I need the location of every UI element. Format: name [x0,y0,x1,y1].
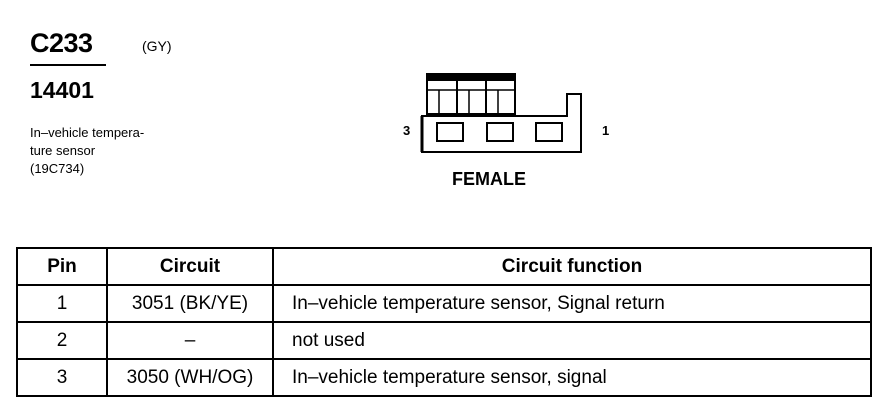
header-circuit: Circuit [106,247,274,286]
pinout-table: Pin Circuit Circuit function 1 3051 (BK/… [16,247,872,397]
table-row: 1 3051 (BK/YE) In–vehicle temperature se… [16,284,872,323]
description-line: In–vehicle tempera- [30,125,145,140]
pin-cell: 1 [16,284,108,323]
circuit-function-cell: not used [272,321,872,360]
connector-diagram: 3 1 [395,66,625,166]
header-pin: Pin [16,247,108,286]
connector-face-drawing [420,73,582,153]
description-line: (19C734) [30,161,85,176]
description-line: ture sensor [30,143,96,158]
header-circuit-function: Circuit function [272,247,872,286]
connector-gender: FEMALE [452,169,526,189]
circuit-cell: 3051 (BK/YE) [106,284,274,323]
component-description: In–vehicle tempera- ture sensor (19C734) [30,124,144,178]
pin-cell: 3 [16,358,108,397]
connector-id: C233 [30,28,93,58]
pin-number-left: 3 [403,123,411,138]
table-row: 3 3050 (WH/OG) In–vehicle temperature se… [16,358,872,397]
pin-number-right: 1 [602,123,610,138]
table-header-row: Pin Circuit Circuit function [16,247,872,286]
pin-cell: 2 [16,321,108,360]
part-number: 14401 [30,77,94,103]
circuit-function-cell: In–vehicle temperature sensor, Signal re… [272,284,872,323]
circuit-cell: 3050 (WH/OG) [106,358,274,397]
circuit-cell: – [106,321,274,360]
circuit-function-cell: In–vehicle temperature sensor, signal [272,358,872,397]
title-underline [30,64,106,66]
table-row: 2 – not used [16,321,872,360]
connector-color-code: (GY) [142,38,172,54]
